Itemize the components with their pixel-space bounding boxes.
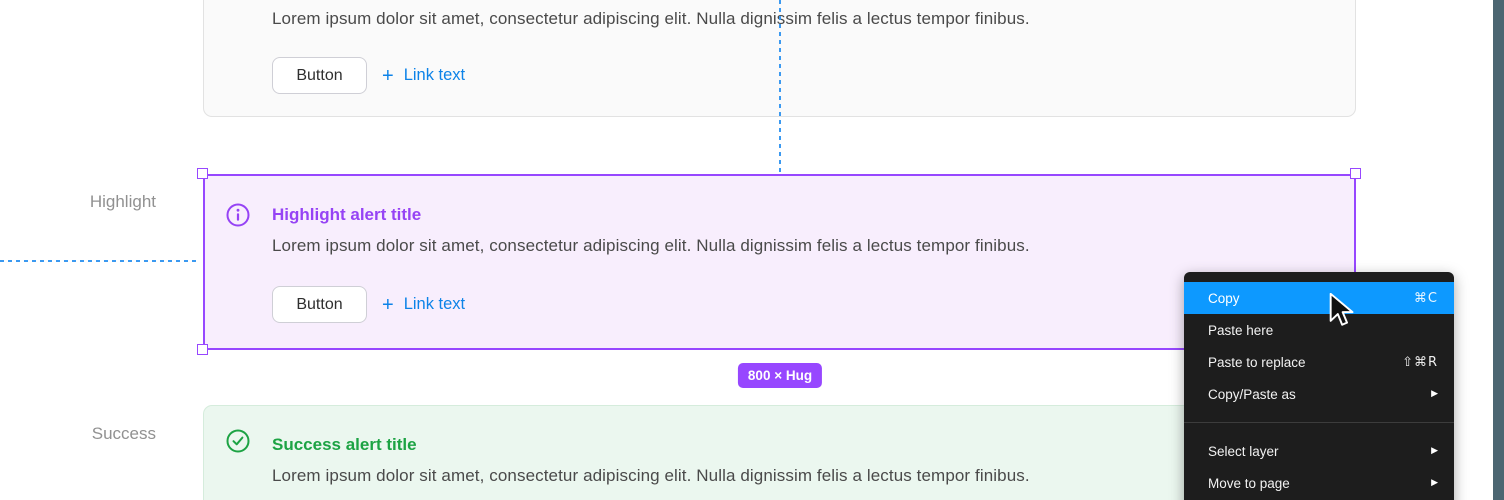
link-label: Link text [403, 66, 466, 84]
selection-handle-bottom-left[interactable] [197, 344, 208, 355]
alert-body-text: Lorem ipsum dolor sit amet, consectetur … [272, 236, 1030, 255]
check-circle-icon [226, 429, 250, 453]
row-label-highlight: Highlight [89, 192, 156, 211]
menu-item-label: Move to page [1208, 475, 1290, 491]
menu-item-label: Copy [1208, 290, 1240, 306]
alert-body-text: Lorem ipsum dolor sit amet, consectetur … [272, 466, 1030, 485]
alert-link[interactable]: + Link text [382, 295, 465, 315]
alignment-guide-vertical [779, 0, 781, 173]
menu-item-label: Paste here [1208, 322, 1274, 338]
info-icon [226, 203, 250, 227]
menu-item-copy[interactable]: Copy ⌘C [1184, 282, 1454, 314]
menu-item-move-to-page[interactable]: Move to page ▶ [1184, 467, 1454, 499]
context-menu: Copy ⌘C Paste here Paste to replace ⇧⌘R … [1184, 272, 1454, 500]
row-label-success: Success [91, 424, 156, 443]
menu-item-copy-paste-as[interactable]: Copy/Paste as ▶ [1184, 378, 1454, 410]
alignment-guide-horizontal [0, 260, 197, 262]
alert-card-highlight-selected[interactable]: Highlight alert title Lorem ipsum dolor … [203, 174, 1356, 350]
selection-handle-top-right[interactable] [1350, 168, 1361, 179]
link-label: Link text [403, 295, 466, 313]
menu-shortcut: ⌘C [1413, 290, 1438, 306]
alert-card-success[interactable]: Success alert title Lorem ipsum dolor si… [203, 405, 1356, 500]
plus-icon: + [382, 293, 394, 316]
menu-separator [1184, 422, 1454, 423]
alert-button[interactable]: Button [272, 286, 367, 323]
submenu-arrow-icon: ▶ [1431, 446, 1438, 456]
alert-title: Success alert title [272, 435, 417, 454]
plus-icon: + [382, 64, 394, 87]
menu-item-paste-here[interactable]: Paste here [1184, 314, 1454, 346]
alert-title: Highlight alert title [272, 205, 422, 224]
submenu-arrow-icon: ▶ [1431, 389, 1438, 399]
menu-item-label: Select layer [1208, 443, 1279, 459]
alert-body-text: Lorem ipsum dolor sit amet, consectetur … [272, 9, 1030, 28]
menu-shortcut: ⇧⌘R [1402, 354, 1438, 370]
menu-item-label: Copy/Paste as [1208, 386, 1296, 402]
desktop-edge-strip [1493, 0, 1504, 500]
alert-link[interactable]: + Link text [382, 66, 465, 86]
submenu-arrow-icon: ▶ [1431, 478, 1438, 488]
menu-item-label: Paste to replace [1208, 354, 1306, 370]
selection-handle-top-left[interactable] [197, 168, 208, 179]
alert-button[interactable]: Button [272, 57, 367, 94]
menu-item-select-layer[interactable]: Select layer ▶ [1184, 435, 1454, 467]
menu-item-paste-to-replace[interactable]: Paste to replace ⇧⌘R [1184, 346, 1454, 378]
selection-size-badge: 800 × Hug [737, 363, 823, 388]
mouse-cursor-icon [1329, 293, 1354, 326]
